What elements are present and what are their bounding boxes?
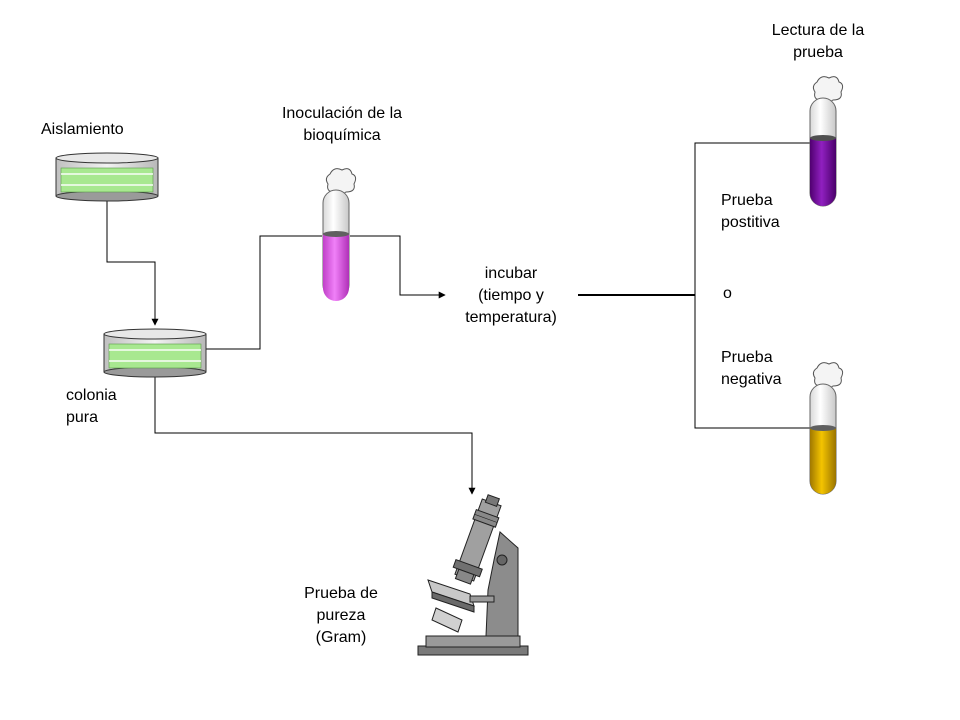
label-negative: Prueba negativa bbox=[721, 347, 782, 391]
microscope-icon bbox=[417, 494, 529, 656]
cotton-plug-icon bbox=[812, 362, 844, 389]
label-positive-line2: postitiva bbox=[721, 214, 780, 231]
label-positive-line1: Prueba bbox=[721, 192, 773, 209]
test-tube-positive bbox=[809, 76, 844, 207]
arrow-isolation-to-colony bbox=[106, 193, 159, 326]
label-negative-line1: Prueba bbox=[721, 349, 773, 366]
label-reading-line1: Lectura de la bbox=[771, 22, 865, 39]
petri-dish-pure-colony bbox=[103, 328, 207, 378]
label-or: o bbox=[723, 283, 732, 305]
cotton-plug-icon bbox=[812, 76, 844, 103]
label-negative-line2: negativa bbox=[721, 371, 782, 388]
cotton-plug-icon bbox=[325, 168, 357, 195]
label-incubate-line3: temperatura) bbox=[465, 309, 557, 326]
label-incubate-line1: incubar bbox=[484, 265, 538, 282]
label-isolation: Aislamiento bbox=[41, 119, 124, 141]
label-purity-line2: pureza bbox=[316, 607, 366, 624]
label-positive: Prueba postitiva bbox=[721, 190, 780, 234]
test-tube-inoculation bbox=[322, 168, 357, 301]
label-reading: Lectura de la prueba bbox=[748, 20, 888, 64]
label-pure-colony-line1: colonia bbox=[66, 387, 117, 404]
label-purity-line1: Prueba de bbox=[304, 585, 378, 602]
label-pure-colony-line2: pura bbox=[66, 409, 99, 426]
label-purity-line3: (Gram) bbox=[315, 629, 367, 646]
label-incubate-line2: (tiempo y bbox=[478, 287, 544, 304]
petri-dish-isolation bbox=[55, 152, 159, 202]
line-colony-to-inoculation bbox=[205, 235, 322, 350]
label-inoculation-line2: bioquímica bbox=[303, 127, 381, 144]
arrow-colony-to-microscope bbox=[154, 372, 476, 495]
label-or-text: o bbox=[723, 285, 732, 302]
label-isolation-text: Aislamiento bbox=[41, 121, 124, 138]
label-inoculation: Inoculación de la bioquímica bbox=[262, 103, 422, 147]
line-branch-positive bbox=[694, 142, 812, 295]
label-incubate: incubar (tiempo y temperatura) bbox=[441, 263, 581, 329]
label-inoculation-line1: Inoculación de la bbox=[281, 105, 403, 122]
arrow-inoculation-to-incubate bbox=[350, 235, 446, 299]
line-branch-negative bbox=[694, 295, 812, 429]
connectors bbox=[106, 142, 812, 495]
label-pure-colony: colonia pura bbox=[66, 385, 117, 429]
test-tube-negative bbox=[809, 362, 844, 495]
label-purity: Prueba de pureza (Gram) bbox=[281, 583, 401, 649]
label-reading-line2: prueba bbox=[793, 44, 843, 61]
